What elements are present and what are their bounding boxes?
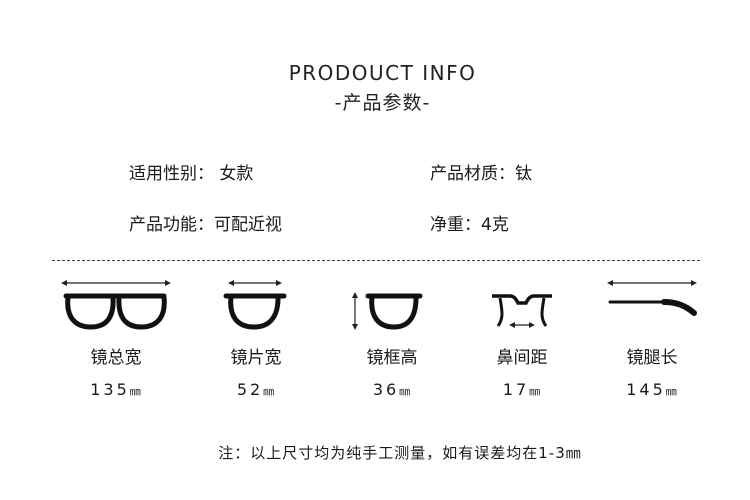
page-subtitle: -产品参数- — [334, 92, 431, 114]
spec-gender: 适用性别： 女款 — [129, 159, 253, 184]
measurement-note: 注：以上尺寸均为纯手工测量，如有误差均在1-3㎜ — [218, 444, 582, 462]
measure-lens-width-label: 镜片宽 — [230, 348, 282, 368]
spec-weight: 净重：4克 — [430, 210, 509, 235]
spec-material-value: 钛 — [515, 164, 532, 184]
temple-length-icon — [607, 280, 697, 316]
measure-total-width-value: 135㎜ — [90, 380, 142, 399]
bridge-width-icon — [492, 294, 552, 328]
spec-gender-value: 女款 — [219, 164, 254, 184]
spec-function-value: 可配近视 — [214, 215, 282, 235]
frame-height-icon — [352, 292, 423, 330]
spec-weight-value: 4克 — [481, 215, 509, 235]
measure-temple-length-value: 145㎜ — [626, 380, 678, 399]
measure-frame-height-label: 镜框高 — [366, 348, 418, 368]
spec-function: 产品功能：可配近视 — [129, 210, 282, 235]
section-divider — [52, 260, 700, 261]
measure-frame-height-value: 36㎜ — [372, 380, 412, 399]
spec-weight-label: 净重： — [430, 215, 481, 235]
page-title: PRODOUCT INFO — [288, 61, 477, 85]
spec-gender-label: 适用性别： — [129, 164, 214, 184]
spec-material: 产品材质：钛 — [430, 159, 532, 184]
measure-bridge-width-label: 鼻间距 — [496, 348, 548, 368]
measure-temple-length-label: 镜腿长 — [626, 348, 678, 368]
measure-total-width-label: 镜总宽 — [90, 348, 142, 368]
lens-width-icon — [223, 280, 287, 330]
spec-function-label: 产品功能： — [129, 215, 214, 235]
spec-material-label: 产品材质： — [430, 164, 515, 184]
measure-lens-width-value: 52㎜ — [236, 380, 276, 399]
total-width-icon — [61, 280, 171, 330]
measure-bridge-width-value: 17㎜ — [502, 380, 542, 399]
